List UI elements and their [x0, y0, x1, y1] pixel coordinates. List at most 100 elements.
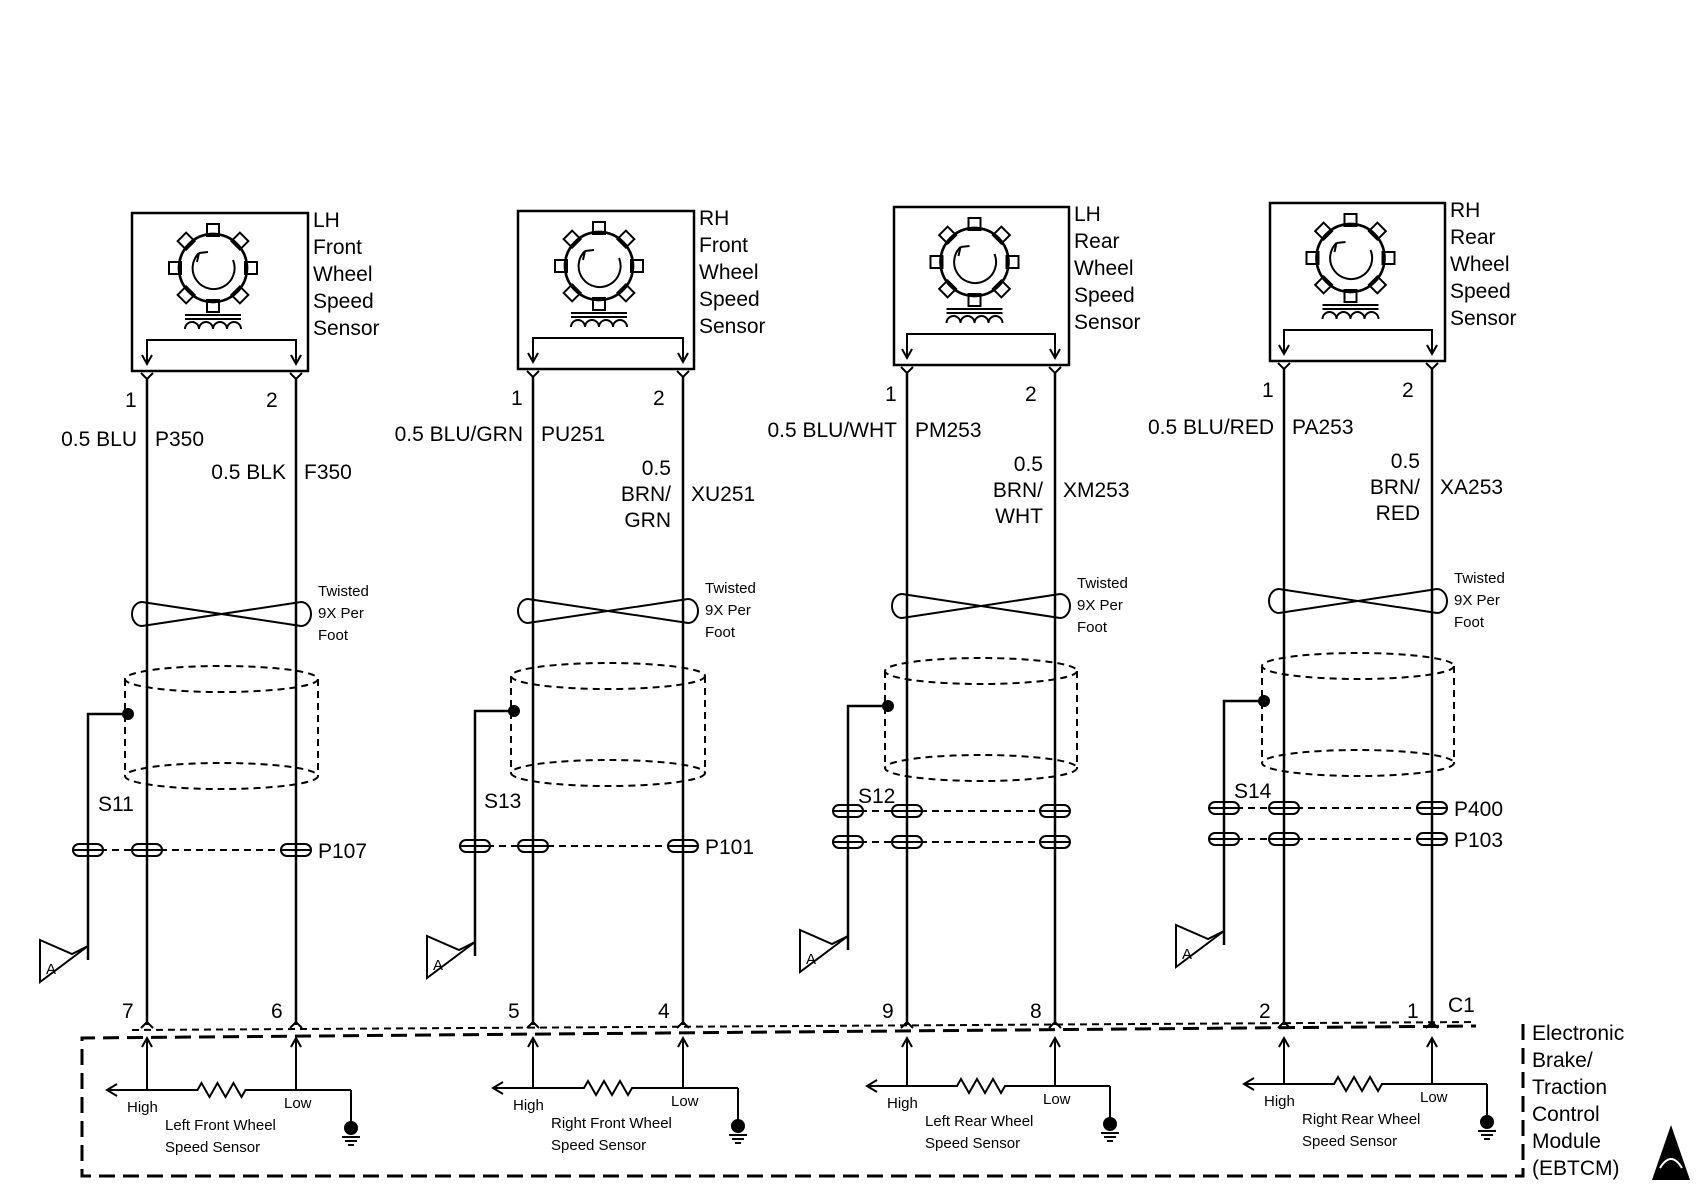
- ground-icon: [729, 1105, 747, 1144]
- arrow-icon: [901, 1035, 913, 1048]
- sensor-title: Sensor: [313, 317, 380, 340]
- sensor-title: Front: [699, 234, 748, 257]
- ground-icon: [1101, 1103, 1119, 1142]
- pin-mark: [1048, 366, 1062, 375]
- sensor-title: Rear: [1450, 226, 1496, 249]
- connector-mark: [832, 835, 864, 849]
- connector-mark: [891, 804, 923, 818]
- twisted-note: 9X Per: [705, 602, 751, 619]
- connector-label: P107: [318, 840, 367, 863]
- pin-mark: [676, 370, 690, 379]
- wire-high-color: 0.5 BLU: [61, 428, 137, 451]
- twisted-note: 9X Per: [1077, 597, 1123, 614]
- ecu-pin-low: 6: [271, 1000, 283, 1023]
- twisted-note: Foot: [1077, 619, 1108, 636]
- pin-number-low: 2: [653, 387, 665, 410]
- wire-low-color: BRN/: [1370, 476, 1420, 499]
- ground-ref-letter: A: [46, 961, 56, 978]
- esd-warning-icon: [1652, 1125, 1690, 1180]
- ground-icon: [342, 1107, 360, 1146]
- ground-ref-a: A: [39, 938, 89, 984]
- splice-label: S14: [1234, 780, 1272, 803]
- pin-mark: [289, 372, 303, 381]
- pin-mark: [526, 1020, 540, 1029]
- module-name: Brake/: [1532, 1049, 1593, 1072]
- connector-mark: [891, 835, 923, 849]
- coil-icon: [1321, 304, 1380, 320]
- ecu-sensor-name: Right Front Wheel: [551, 1115, 672, 1132]
- ecu-sensor-name: Left Rear Wheel: [925, 1113, 1033, 1130]
- connector-mark: [131, 843, 163, 857]
- wire-low-color: GRN: [624, 509, 671, 532]
- wheel-speed-sensor: [1268, 201, 1447, 363]
- twisted-note: 9X Per: [318, 605, 364, 622]
- twisted-note: 9X Per: [1454, 592, 1500, 609]
- high-label: High: [513, 1097, 544, 1114]
- ecu-sensor-name: Speed Sensor: [165, 1139, 260, 1156]
- module-name: Electronic: [1532, 1022, 1624, 1045]
- ecu-sensor-name: Speed Sensor: [925, 1135, 1020, 1152]
- sensor-title: RH: [699, 207, 729, 230]
- ecu-pin-low: 4: [658, 1000, 670, 1023]
- ground-ref-letter: A: [1182, 946, 1192, 963]
- twisted-pair-mark: [891, 593, 1071, 619]
- low-label: Low: [671, 1093, 699, 1110]
- connector-mark: [1208, 832, 1240, 846]
- twisted-note: Foot: [318, 627, 349, 644]
- connector-mark: [1416, 832, 1448, 846]
- gear-icon: [168, 223, 258, 313]
- twisted-pair-mark: [517, 598, 699, 624]
- pin-number-high: 1: [885, 383, 897, 406]
- wheel-speed-sensor: [892, 205, 1071, 367]
- ground-ref-a: A: [799, 928, 849, 974]
- wire-low-circuit: XM253: [1063, 479, 1130, 502]
- twisted-note: Twisted: [1077, 575, 1128, 592]
- ebtcm-module: C1ElectronicBrake/TractionControlModule(…: [80, 994, 1690, 1180]
- sensor-title: Speed: [1450, 280, 1511, 303]
- splice-label: S11: [98, 793, 134, 816]
- arrow-icon: [1278, 1035, 1290, 1048]
- pin-number-low: 2: [266, 389, 278, 412]
- ground-ref-a: A: [426, 934, 476, 980]
- wire-low-color: 0.5: [1014, 453, 1043, 476]
- twisted-pair-mark: [131, 601, 312, 627]
- connector-label: P103: [1454, 829, 1503, 852]
- wire-low-color: RED: [1376, 502, 1420, 525]
- shield: [884, 657, 1078, 782]
- gear-icon: [1305, 213, 1396, 303]
- resistor-icon: [147, 1080, 296, 1100]
- shield: [510, 662, 706, 787]
- pin-mark: [1277, 362, 1291, 371]
- sensor-title: Front: [313, 236, 362, 259]
- wire-high-circuit: PM253: [915, 419, 982, 442]
- arrow-icon: [105, 1083, 118, 1097]
- gear-icon: [554, 221, 644, 311]
- wire-high-color: 0.5 BLU/WHT: [767, 419, 897, 442]
- ecu-pin-low: 8: [1030, 1000, 1042, 1023]
- resistor-icon: [533, 1078, 683, 1098]
- wire-low-color: 0.5: [1391, 450, 1420, 473]
- connector-mark: [1268, 801, 1300, 815]
- sensor-title: Wheel: [313, 263, 373, 286]
- ecu-pin-high: 5: [508, 1000, 520, 1023]
- coil-icon: [570, 312, 628, 328]
- wire-low-color: BRN/: [621, 483, 671, 506]
- connector-mark: [1039, 804, 1071, 818]
- connector-mark: [459, 839, 491, 853]
- twisted-note: Foot: [1454, 614, 1485, 631]
- sensor-title: Sensor: [1450, 307, 1517, 330]
- wheel-speed-sensor: [130, 211, 310, 373]
- connector-mark: [1208, 801, 1240, 815]
- high-label: High: [887, 1095, 918, 1112]
- sensor-title: Wheel: [1450, 253, 1510, 276]
- low-label: Low: [1420, 1089, 1448, 1106]
- arrow-icon: [1426, 1035, 1438, 1048]
